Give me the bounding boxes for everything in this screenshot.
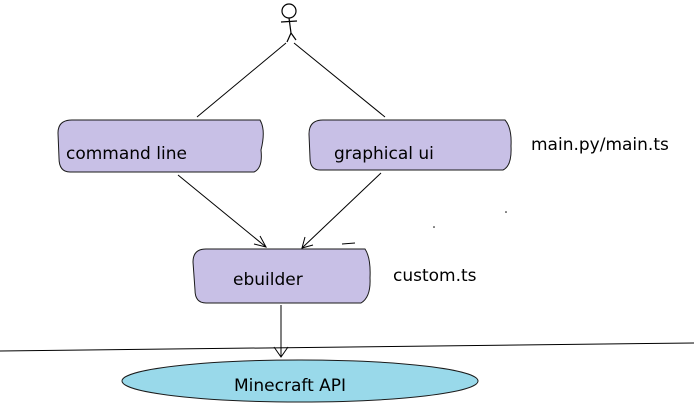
stray-dot xyxy=(505,211,507,213)
command-line-to-ebuilder-arrow xyxy=(177,174,267,248)
user-to-command-line-connector xyxy=(196,42,287,118)
graphical-ui-to-ebuilder-arrow xyxy=(301,172,382,249)
graphical-ui-box xyxy=(308,119,512,171)
boundary-line xyxy=(0,342,694,352)
ebuilder-label: ebuilder xyxy=(233,270,303,290)
command-line-label: command line xyxy=(66,144,187,164)
stick-figure-icon xyxy=(280,3,298,43)
custom-file-label: custom.ts xyxy=(393,266,477,286)
user-to-graphical-ui-connector xyxy=(293,42,386,118)
command-line-box xyxy=(57,119,264,173)
graphical-ui-label: graphical ui xyxy=(334,144,434,164)
ebuilder-to-minecraft-api-arrow xyxy=(273,305,289,358)
stray-dot xyxy=(433,226,435,228)
ui-files-label: main.py/main.ts xyxy=(531,135,669,155)
minecraft-api-ellipse xyxy=(121,359,479,403)
minecraft-api-label: Minecraft API xyxy=(234,376,346,396)
ebuilder-box xyxy=(192,248,371,304)
